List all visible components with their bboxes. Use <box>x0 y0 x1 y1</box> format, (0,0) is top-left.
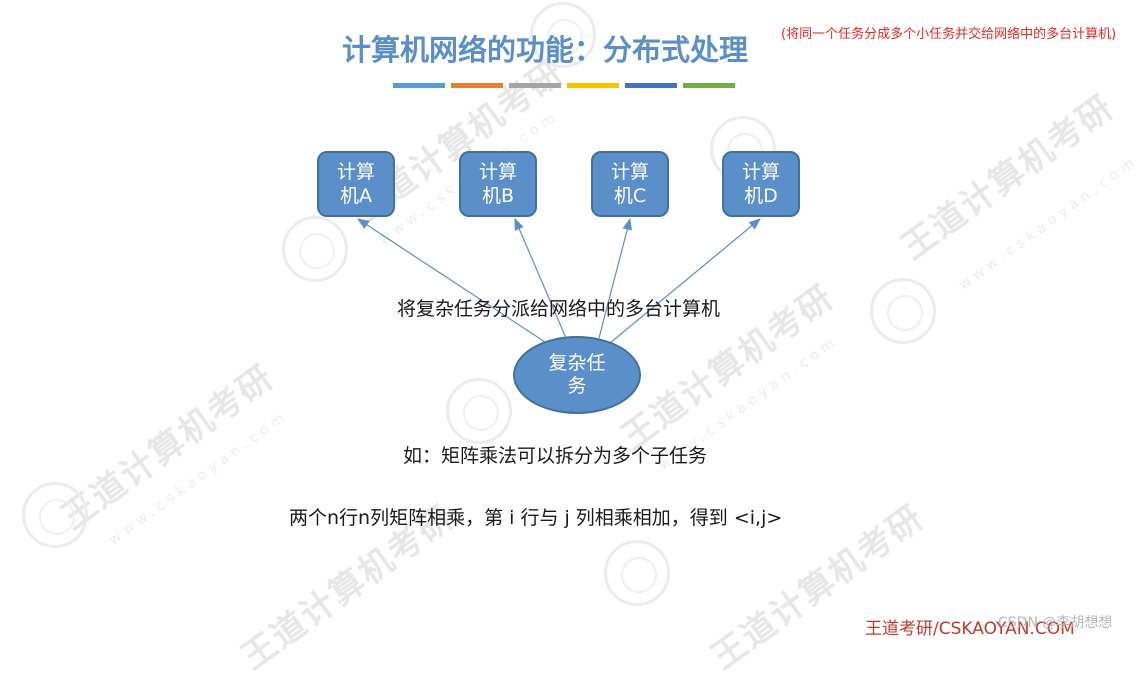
page-title: 计算机网络的功能：分布式处理 <box>342 33 749 67</box>
computer-node-b: 计算机B <box>459 151 537 217</box>
computer-node-a: 计算机A <box>317 151 395 217</box>
distribution-diagram <box>356 217 761 345</box>
color-bar-segment <box>393 83 445 88</box>
arrow-to-computer-b <box>514 217 567 339</box>
footer-credit: CSDN @李胡想想 <box>998 615 1113 631</box>
color-bar-segment <box>451 83 503 88</box>
color-bar-segment <box>683 83 735 88</box>
example-text: 如：矩阵乘法可以拆分为多个子任务 <box>403 445 708 467</box>
computer-node-label: 计算机A <box>336 161 375 207</box>
arrow-to-computer-c <box>598 217 632 339</box>
color-bar-segment <box>567 83 619 88</box>
color-bar-segment <box>625 83 677 88</box>
complex-task-label: 复杂任务 <box>548 352 606 397</box>
complex-task-node: 复杂任务 <box>513 336 641 414</box>
title-note: (将同一个任务分成多个小任务并交给网络中的多台计算机) <box>781 27 1117 42</box>
detail-text: 两个n行n列矩阵相乘，第 i 行与 j 列相乘相加，得到 <i,j> <box>289 507 783 529</box>
computer-node-d: 计算机D <box>722 151 800 217</box>
arrow-to-computer-d <box>609 218 761 344</box>
arrow-caption: 将复杂任务分派给网络中的多台计算机 <box>397 298 721 320</box>
arrow-to-computer-a <box>356 218 549 345</box>
computer-node-label: 计算机C <box>610 161 649 207</box>
computer-node-label: 计算机B <box>478 161 517 207</box>
color-bar-segment <box>509 83 561 88</box>
slide: 王道计算机考研 王道计算机考研 王道计算机考研 王道计算机考研 王道计算机考研 … <box>22 2 1142 678</box>
footer-brand: 王道考研/CSKAOYAN.COM <box>865 619 1075 639</box>
computer-node-label: 计算机D <box>741 161 780 207</box>
computer-node-c: 计算机C <box>591 151 669 217</box>
